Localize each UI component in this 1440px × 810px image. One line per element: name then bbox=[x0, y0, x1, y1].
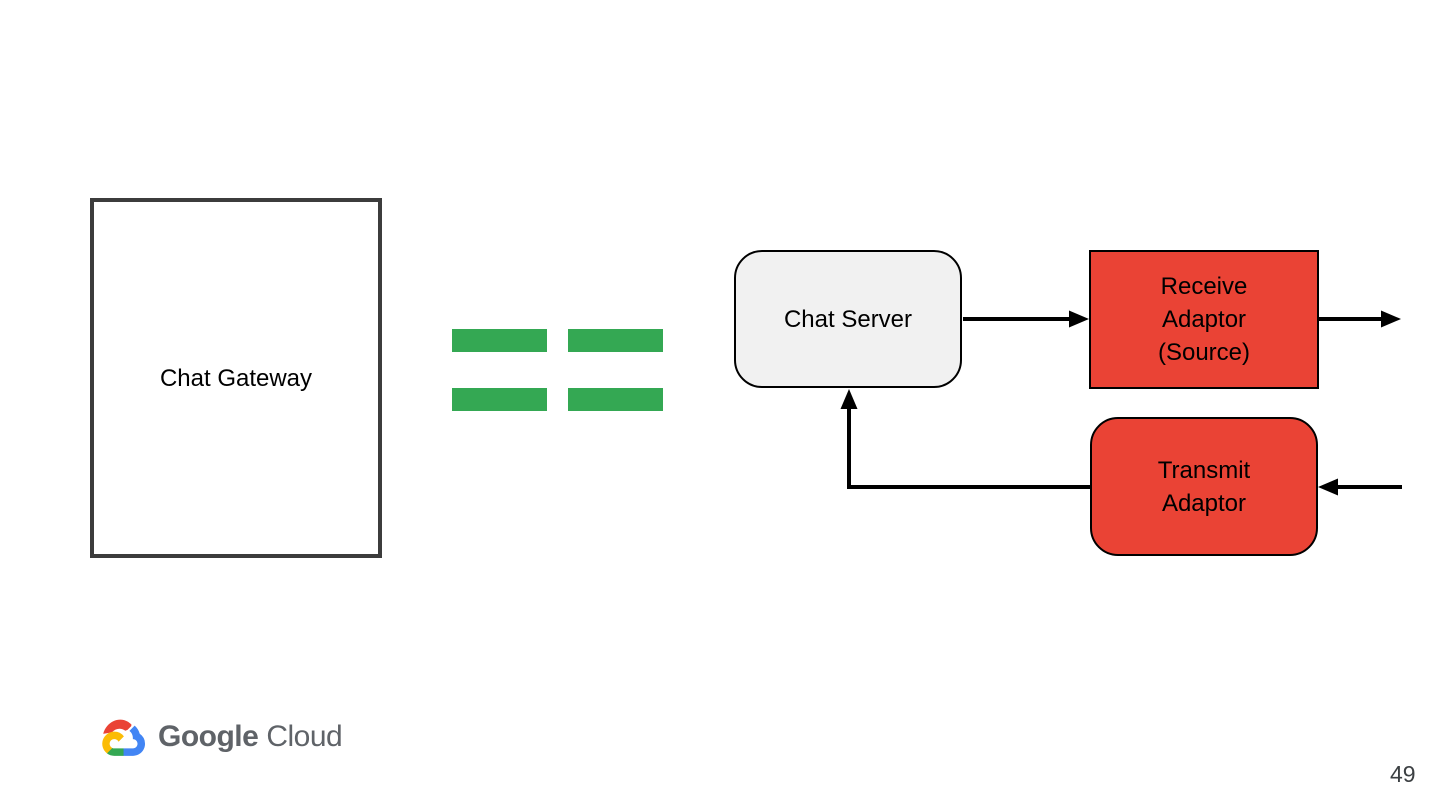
transmit-adaptor-label: Transmit Adaptor bbox=[1157, 456, 1251, 517]
chat-gateway-node: Chat Gateway bbox=[90, 198, 382, 558]
google-cloud-icon bbox=[102, 719, 146, 756]
arrow-transmit-to-server-icon bbox=[840, 389, 1090, 489]
chat-gateway-label: Chat Gateway bbox=[159, 364, 313, 392]
receive-adaptor-node: Receive Adaptor (Source) bbox=[1089, 250, 1319, 389]
equals-bar-icon bbox=[568, 329, 663, 352]
arrow-receive-out-icon bbox=[1319, 310, 1401, 328]
chat-server-node: Chat Server bbox=[734, 250, 962, 388]
transmit-adaptor-node: Transmit Adaptor bbox=[1090, 417, 1318, 556]
arrow-server-to-receive-icon bbox=[963, 310, 1089, 328]
logo-google-text: Google bbox=[158, 720, 259, 753]
chat-server-label: Chat Server bbox=[783, 305, 913, 333]
page-number: 49 bbox=[1390, 761, 1416, 787]
equals-bar-icon bbox=[452, 388, 547, 411]
equals-bar-icon bbox=[568, 388, 663, 411]
equals-bar-icon bbox=[452, 329, 547, 352]
logo-cloud-text: Cloud bbox=[266, 720, 343, 753]
receive-adaptor-label: Receive Adaptor (Source) bbox=[1157, 273, 1251, 366]
arrow-in-to-transmit-icon bbox=[1318, 478, 1402, 496]
